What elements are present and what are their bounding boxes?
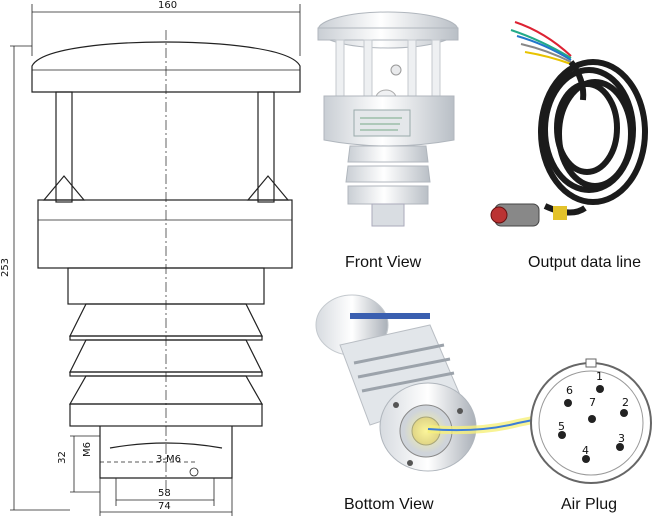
plug-pin-label-4: 4 [582,444,589,457]
bottom-view-image [315,294,477,472]
air-plug-diagram [530,358,652,484]
dim-height-label: 253 [0,257,12,278]
plug-pin-label-1: 1 [596,370,603,383]
plug-pin-2 [620,409,628,417]
plug-pin-3 [616,443,624,451]
output-data-line-caption: Output data line [528,254,641,271]
plug-pin-4 [582,455,590,463]
plug-pin-label-7: 7 [589,396,596,409]
plug-pin-5 [558,431,566,439]
dim-bottom-outer-label: 74 [158,501,171,512]
air-plug-caption: Air Plug [561,496,618,513]
thread-label: M6 [82,442,93,457]
plug-pin-label-6: 6 [566,384,573,397]
plug-pin-7 [588,415,596,423]
output-data-line-image [490,21,648,227]
dim-top-label: 160 [158,0,178,11]
front-view-caption: Front View [345,254,422,271]
plug-pin-label-2: 2 [622,396,629,409]
plug-pin-label-3: 3 [618,432,625,445]
front-view-image [317,11,459,227]
hole-label: 3-M6 [156,454,181,465]
technical-drawing [10,4,301,516]
plug-pin-6 [564,399,572,407]
bottom-view-caption: Bottom View [344,496,434,513]
dim-side-label: 32 [56,451,68,464]
plug-pin-1 [596,385,604,393]
plug-pin-label-5: 5 [558,420,565,433]
dim-bottom-inner-label: 58 [158,488,171,499]
